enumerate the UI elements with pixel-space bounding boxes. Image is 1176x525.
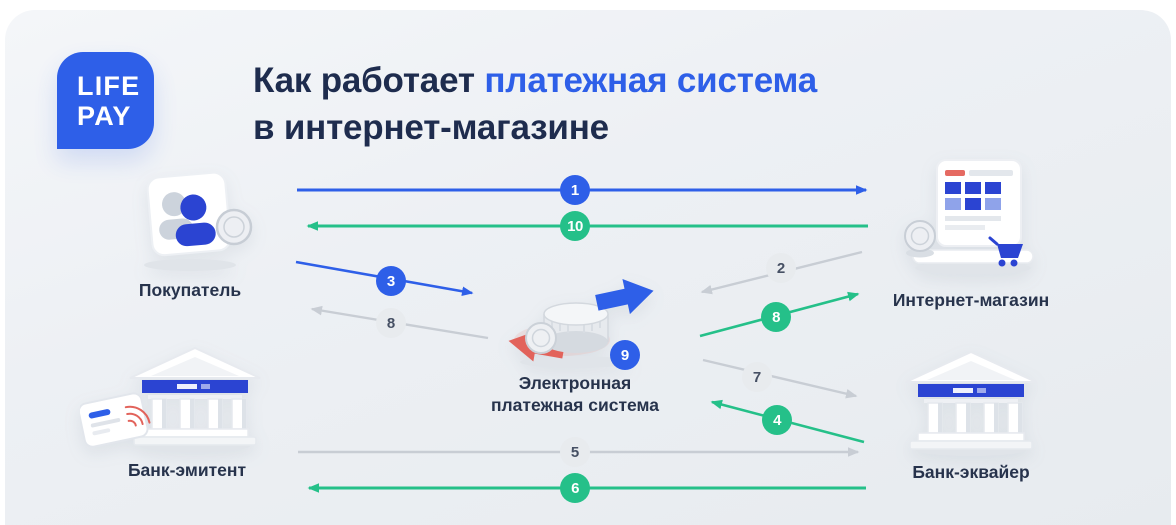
label-issuing-bank: Банк-эмитент — [127, 460, 247, 480]
bank-card-icon — [80, 392, 151, 448]
label-payment-system: Электронная платежная система — [465, 372, 685, 416]
step-badge-7: 7 — [742, 362, 772, 392]
step-badge-1: 1 — [560, 175, 590, 205]
coins-icon — [525, 302, 609, 354]
bank-building-icon — [129, 346, 261, 452]
step-badge-9: 9 — [610, 340, 640, 370]
step-badge-2: 2 — [766, 253, 796, 283]
step-badge-10: 10 — [560, 211, 590, 241]
label-payment-system-line2: платежная система — [490, 395, 660, 415]
buyer-icon — [144, 171, 253, 271]
label-buyer: Покупатель — [138, 280, 242, 300]
page-title: Как работает платежная система в интерне… — [253, 57, 817, 151]
arrow-step-7 — [702, 358, 858, 399]
step-badge-6: 6 — [560, 473, 590, 503]
contactless-icon — [124, 405, 151, 427]
step-badge-4: 4 — [762, 405, 792, 435]
online-store-icon — [904, 159, 1034, 275]
step-badge-5: 5 — [560, 437, 590, 467]
title-part1: Как работает — [253, 61, 475, 100]
title-line2: в интернет-магазине — [253, 108, 609, 147]
logo-line1: LIFE — [77, 70, 141, 101]
title-highlight: платежная система — [484, 61, 817, 100]
payment-system-icon — [508, 278, 654, 368]
label-acquiring-bank: Банк-эквайер — [912, 462, 1030, 482]
step-badge-3: 3 — [376, 266, 406, 296]
issuing-bank-icon — [80, 346, 261, 452]
label-payment-system-line1: Электронная — [518, 373, 632, 393]
logo-line2: PAY — [77, 100, 132, 131]
lifepay-logo: LIFE PAY — [57, 52, 154, 149]
cart-icon — [988, 236, 1023, 267]
step-badge-8-buyer: 8 — [376, 308, 406, 338]
coin-icon — [215, 208, 253, 246]
step-badge-8-store: 8 — [761, 302, 791, 332]
label-online-store: Интернет-магазин — [892, 290, 1050, 310]
bank-building-icon — [905, 350, 1037, 456]
acquiring-bank-icon — [905, 350, 1037, 456]
outgoing-transfer-arrow-icon — [595, 278, 654, 315]
coin-stack-icon — [904, 220, 936, 258]
